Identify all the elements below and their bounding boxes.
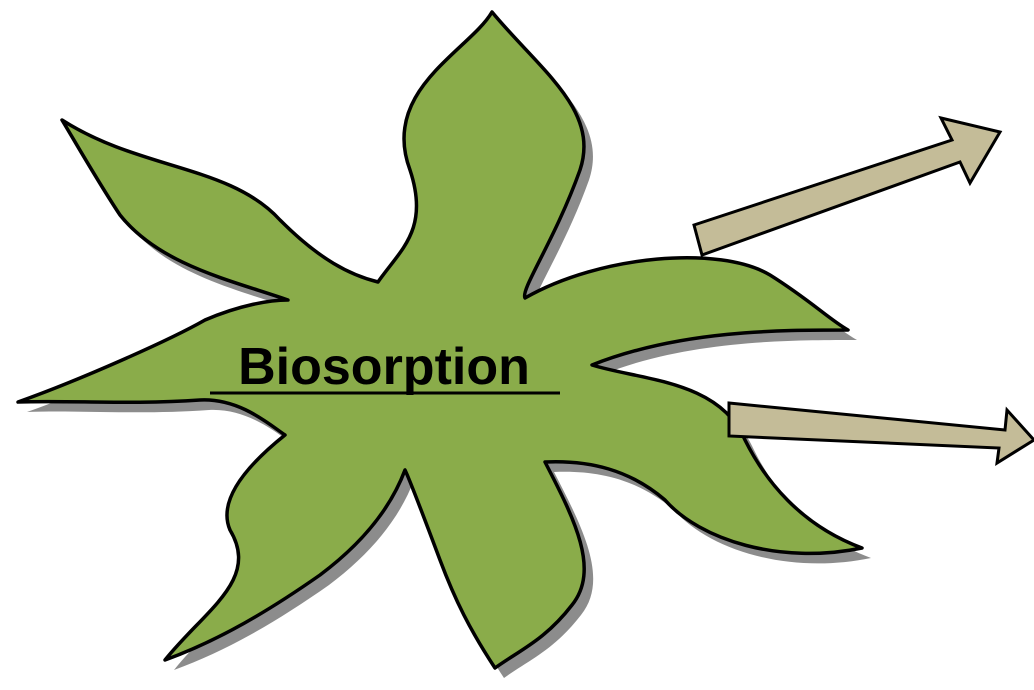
lower-arrow [729, 403, 1034, 463]
upper-arrow [694, 118, 1000, 255]
center-label: Biosorption [238, 338, 530, 396]
